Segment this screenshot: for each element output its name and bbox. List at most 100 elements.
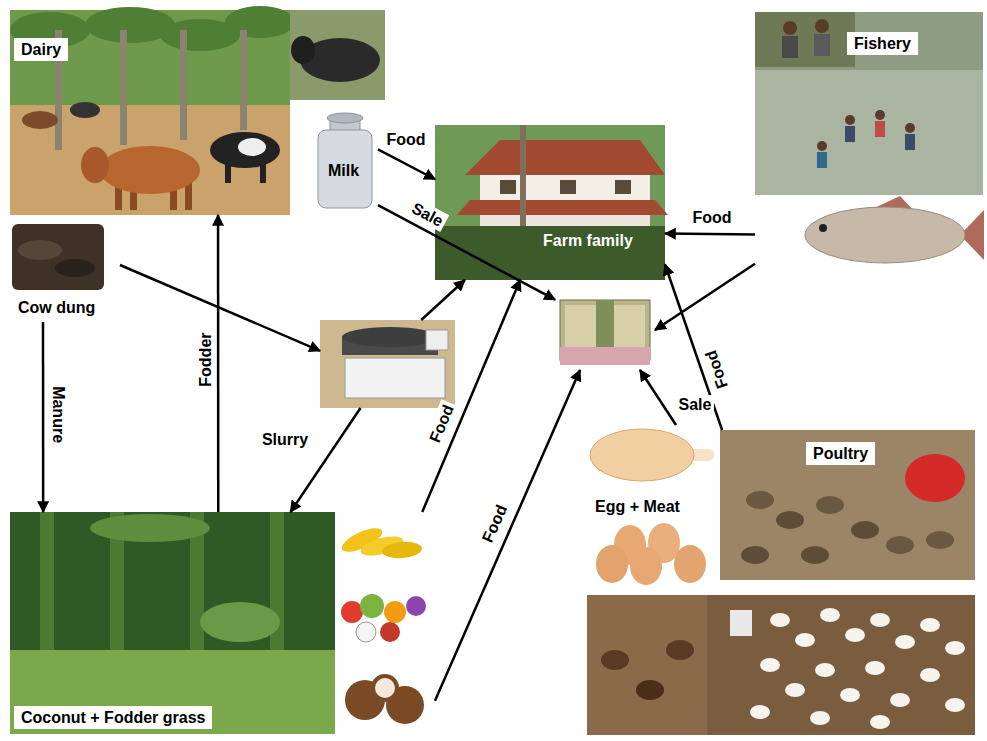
flow-label: Sale	[676, 395, 715, 414]
can-lid	[327, 113, 363, 123]
hen-pen	[587, 595, 707, 735]
fruit-photos	[339, 523, 426, 724]
window	[500, 180, 516, 194]
feeder	[730, 610, 752, 636]
flow-arrow	[435, 370, 580, 701]
chick	[870, 613, 890, 627]
flow-label: Slurry	[259, 430, 311, 449]
can-body	[318, 130, 372, 208]
quail	[886, 536, 914, 554]
pond-bank	[755, 12, 855, 67]
quail	[816, 496, 844, 514]
coconut-fodder-panel: Coconut + Fodder grass	[10, 512, 435, 734]
ground	[320, 320, 455, 408]
chick	[920, 618, 940, 632]
panel-title: Dairy	[14, 38, 68, 61]
node-label: Farm family	[543, 231, 633, 250]
chick	[840, 688, 860, 702]
chick	[895, 635, 915, 649]
person	[845, 126, 855, 142]
chick	[770, 613, 790, 627]
chicken-leg	[590, 429, 694, 481]
banana	[381, 540, 422, 559]
panel-title: Coconut + Fodder grass	[14, 706, 212, 729]
banknotes	[560, 347, 650, 365]
chick	[815, 663, 835, 677]
fish-photo	[805, 196, 984, 263]
panel-title: Fishery	[847, 32, 918, 55]
chick	[945, 641, 965, 655]
poultry-floor	[720, 430, 975, 580]
chick	[845, 628, 865, 642]
banana-plant	[200, 602, 280, 642]
flow-arrow	[42, 322, 45, 512]
vegetable	[384, 601, 406, 623]
poultry-floor	[587, 595, 975, 735]
dairy-photo	[10, 6, 295, 215]
quail	[776, 511, 804, 529]
chick	[760, 658, 780, 672]
product-label: Milk	[328, 161, 359, 180]
cow-patch	[238, 138, 266, 156]
product-label: Cow dung	[18, 298, 95, 317]
egg	[596, 545, 628, 583]
person	[875, 110, 885, 120]
milk-can-drawing	[318, 113, 372, 208]
quail	[926, 531, 954, 549]
cow-dung: Cow dung	[10, 222, 120, 322]
hen	[636, 680, 664, 700]
fish	[805, 207, 965, 263]
cow-dung-photo	[12, 224, 104, 290]
pond-water	[755, 70, 983, 195]
chick	[945, 698, 965, 712]
dung-lump	[55, 259, 95, 277]
flow-arrow	[665, 234, 755, 235]
flow-arrow	[217, 215, 220, 512]
chick	[920, 668, 940, 682]
flow-arrow	[120, 265, 320, 351]
fodder-grass	[10, 650, 335, 734]
cow	[22, 111, 58, 129]
flow-label: Food	[701, 346, 734, 395]
vegetable	[406, 596, 426, 616]
person	[875, 121, 885, 137]
window	[560, 180, 576, 194]
panel-title: Poultry	[806, 442, 875, 465]
person	[814, 34, 830, 56]
flow-arrow	[655, 264, 755, 330]
chick	[820, 608, 840, 622]
person	[782, 36, 798, 58]
farm-house-photo	[435, 125, 668, 280]
bull-head	[291, 36, 315, 64]
palm-trunk	[520, 125, 526, 226]
person	[817, 141, 827, 151]
quail	[741, 546, 769, 564]
quail	[746, 491, 774, 509]
flow-arrow	[421, 280, 465, 320]
dung-heap	[12, 224, 104, 290]
digester-top	[342, 327, 438, 347]
flow-arrow	[378, 205, 555, 299]
egg-meat-photo	[590, 429, 714, 585]
fishery-panel: Fishery	[755, 12, 983, 277]
photo-ground	[290, 10, 385, 100]
chick	[750, 705, 770, 719]
chick	[870, 715, 890, 729]
cow	[100, 146, 200, 194]
fishery-photo	[755, 12, 983, 195]
fish-eye	[819, 224, 827, 232]
roof	[457, 200, 668, 215]
person	[817, 152, 827, 168]
biogas-plant-photo	[320, 320, 455, 408]
vegetable	[380, 622, 400, 642]
roof	[465, 140, 665, 175]
vegetable	[341, 601, 363, 623]
money-photo	[560, 300, 650, 365]
poultry-panel: Poultry	[718, 430, 975, 580]
palm-trunk	[120, 30, 127, 145]
window	[615, 180, 631, 194]
house-wall	[480, 175, 650, 200]
coconut-half	[373, 676, 397, 700]
